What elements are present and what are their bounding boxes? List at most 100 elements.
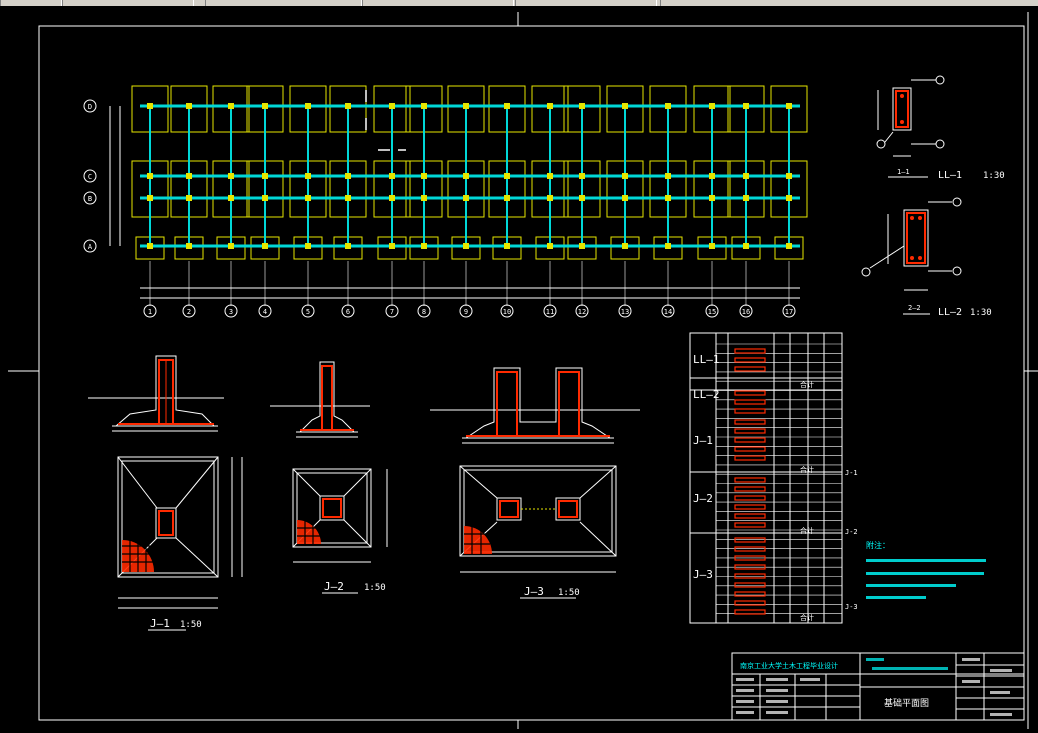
column [389,195,395,201]
ll2-section-label: 2—2 [908,304,921,312]
axis-number: 14 [664,308,672,316]
axis-bubble [301,304,315,318]
title-block-school: 南京工业大学土木工程毕业设计 [740,661,838,670]
column [743,243,749,249]
column [305,195,311,201]
column [743,195,749,201]
column [547,243,553,249]
axis-bubble [705,304,719,318]
rebar-shape [734,357,766,363]
column [504,103,510,109]
ll2-title: LL—2 [938,307,962,318]
column [305,173,311,179]
footing-j2: J—2 1:50 [270,361,388,594]
axis-number: 3 [229,308,233,316]
table-side-label-j2: J-2 [845,528,858,536]
beam-detail-ll2: 2—2 LL—2 1:30 [861,197,992,318]
column [665,173,671,179]
column [262,243,268,249]
column [228,173,234,179]
column [345,173,351,179]
column [709,173,715,179]
footing-j3-title: J—3 [524,585,544,598]
rebar-shape [734,408,766,414]
rebar-shape [734,537,766,543]
rebar-shape [734,546,766,552]
axis-bubble [618,304,632,318]
axis-letter: B [88,195,92,203]
column [147,195,153,201]
title-block: 南京工业大学土木工程毕业设计 基础平面图 [731,652,1025,721]
table-total-2: 合计 [800,465,814,474]
axis-bubble [661,304,675,318]
column [579,243,585,249]
column [147,173,153,179]
column [186,243,192,249]
column [186,195,192,201]
rebar-shape [734,437,766,443]
column [228,103,234,109]
axis-number: 12 [578,308,586,316]
column [579,173,585,179]
column [579,103,585,109]
axis-bubble [575,304,589,318]
rebar-schedule-table: LL—1 LL—2 J—1 J—2 J—3 合计 合计 合计 合计 J-1 J-… [689,332,858,624]
axis-number: 5 [306,308,310,316]
axis-bubble [782,304,796,318]
column [389,103,395,109]
column [665,103,671,109]
axis-bubble [258,304,272,318]
footing-j2-title: J—2 [324,580,344,593]
rebar-shape [734,428,766,434]
axis-number: 4 [263,308,267,316]
column [504,173,510,179]
axis-number: 8 [422,308,426,316]
column [786,243,792,249]
rebar-shape [734,555,766,561]
rebar-shape [734,486,766,492]
rebar-shape [734,477,766,483]
column [147,243,153,249]
ll1-title: LL—1 [938,170,962,181]
column [421,103,427,109]
axis-bubble [500,304,514,318]
column [709,195,715,201]
rebar-shape [734,390,766,396]
ll1-section-label: 1—1 [897,168,910,176]
rebar-shape [734,564,766,570]
column [743,173,749,179]
beam-detail-ll1: 1—1 LL—1 1:30 [876,75,1005,181]
column [579,195,585,201]
rebar-shape [734,591,766,597]
rebar-shape [734,573,766,579]
rebar-shape [734,522,766,528]
rebar-shape [734,582,766,588]
axis-number: 9 [464,308,468,316]
column [421,173,427,179]
column [421,243,427,249]
column [305,243,311,249]
column [463,103,469,109]
rebar-shape [734,513,766,519]
axis-bubble [224,304,238,318]
footing-j3: J—3 1:50 [430,367,640,599]
column [186,103,192,109]
general-notes: 附注： [866,540,986,599]
table-group-j2: J—2 [693,492,713,505]
column [345,243,351,249]
axis-bubble [83,191,97,205]
axis-number: 15 [708,308,716,316]
footing-j1-title: J—1 [150,617,170,630]
column [463,173,469,179]
table-side-label-j1: J-1 [845,469,858,477]
axis-letter: D [88,103,92,111]
rebar-shape [734,419,766,425]
application-toolbar-strip [0,0,1038,6]
column [504,243,510,249]
column [786,103,792,109]
axis-number: 11 [546,308,554,316]
column [228,243,234,249]
axis-number: 6 [346,308,350,316]
